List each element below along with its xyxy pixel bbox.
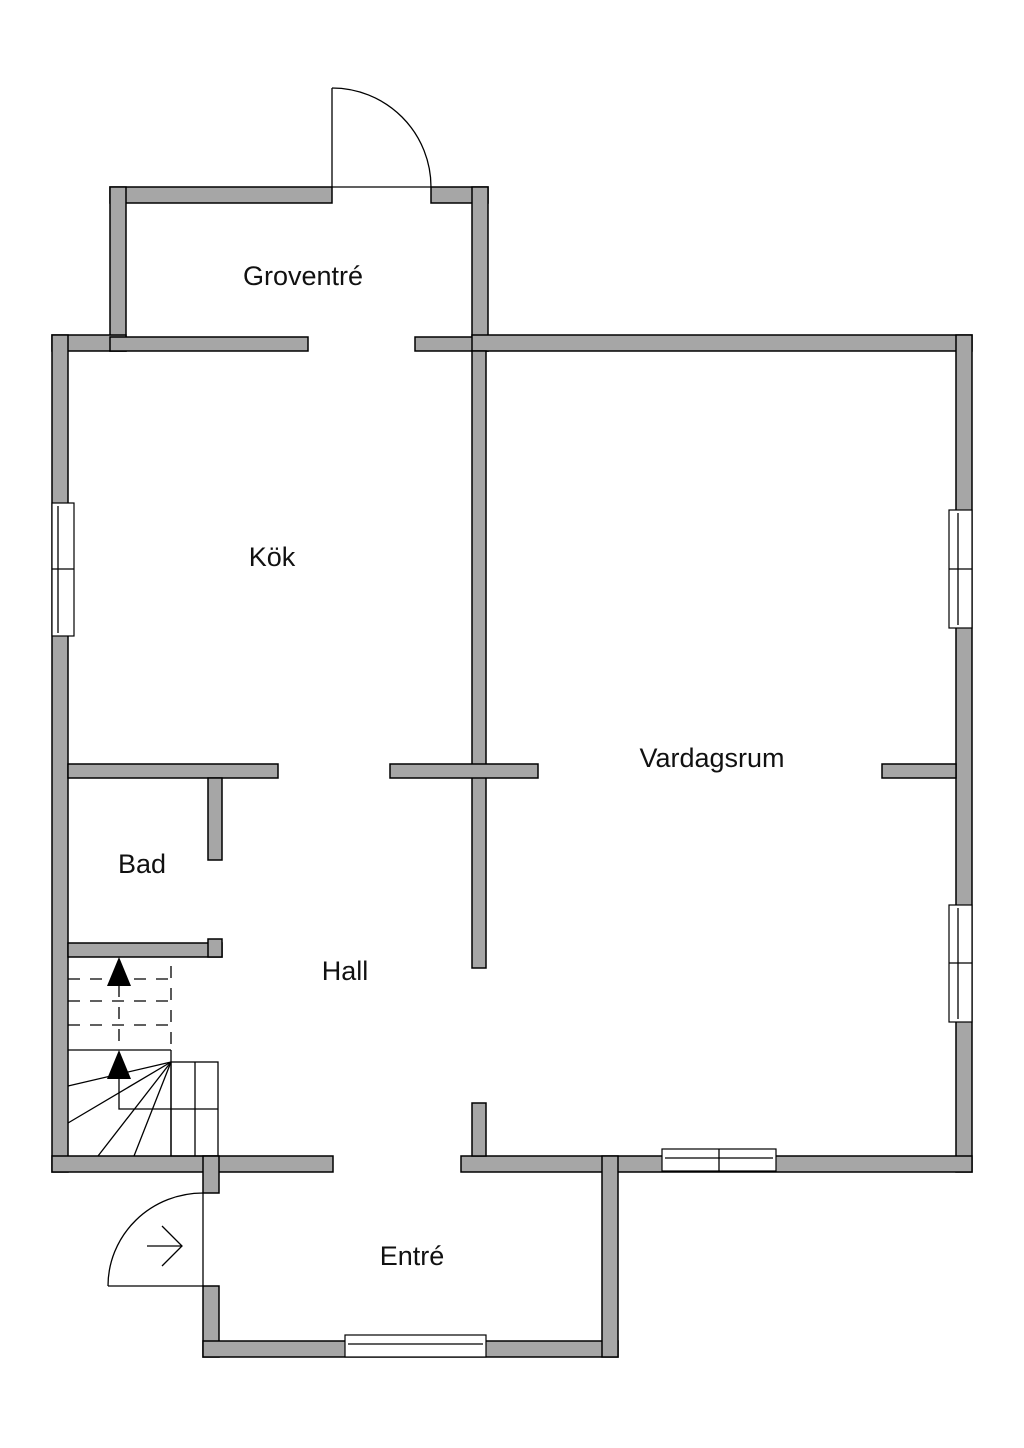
entrance-arrow-icon xyxy=(147,1225,183,1267)
room-label-kok: Kök xyxy=(249,542,296,572)
stair-arrow-icon xyxy=(107,957,131,986)
room-label-hall: Hall xyxy=(322,956,369,986)
room-label-groventre: Groventré xyxy=(243,261,363,291)
entrance-door xyxy=(107,1192,204,1287)
wall xyxy=(109,186,127,352)
room-labels: Groventré Kök Vardagsrum Bad Hall Entré xyxy=(118,261,785,1271)
room-label-vardagsrum: Vardagsrum xyxy=(639,743,784,773)
wall xyxy=(51,1155,334,1173)
wall xyxy=(202,1155,220,1194)
wall xyxy=(207,777,223,861)
wall xyxy=(389,763,539,779)
wall xyxy=(51,334,69,1173)
walls xyxy=(51,186,973,1358)
room-label-bad: Bad xyxy=(118,849,166,879)
staircase xyxy=(67,957,219,1157)
wall xyxy=(109,186,333,204)
room-label-entre: Entré xyxy=(380,1241,445,1271)
wall xyxy=(67,763,279,779)
windows xyxy=(51,502,973,1358)
wall xyxy=(955,334,973,1173)
window xyxy=(344,1334,487,1358)
wall xyxy=(67,942,223,958)
wall xyxy=(471,334,973,352)
wall xyxy=(881,763,957,779)
stair-arrow-icon xyxy=(107,1050,131,1079)
back-door xyxy=(331,87,432,188)
wall xyxy=(207,938,223,958)
wall xyxy=(109,336,309,352)
wall xyxy=(471,186,489,352)
wall xyxy=(471,1102,487,1157)
wall xyxy=(471,350,487,969)
wall xyxy=(601,1155,619,1358)
